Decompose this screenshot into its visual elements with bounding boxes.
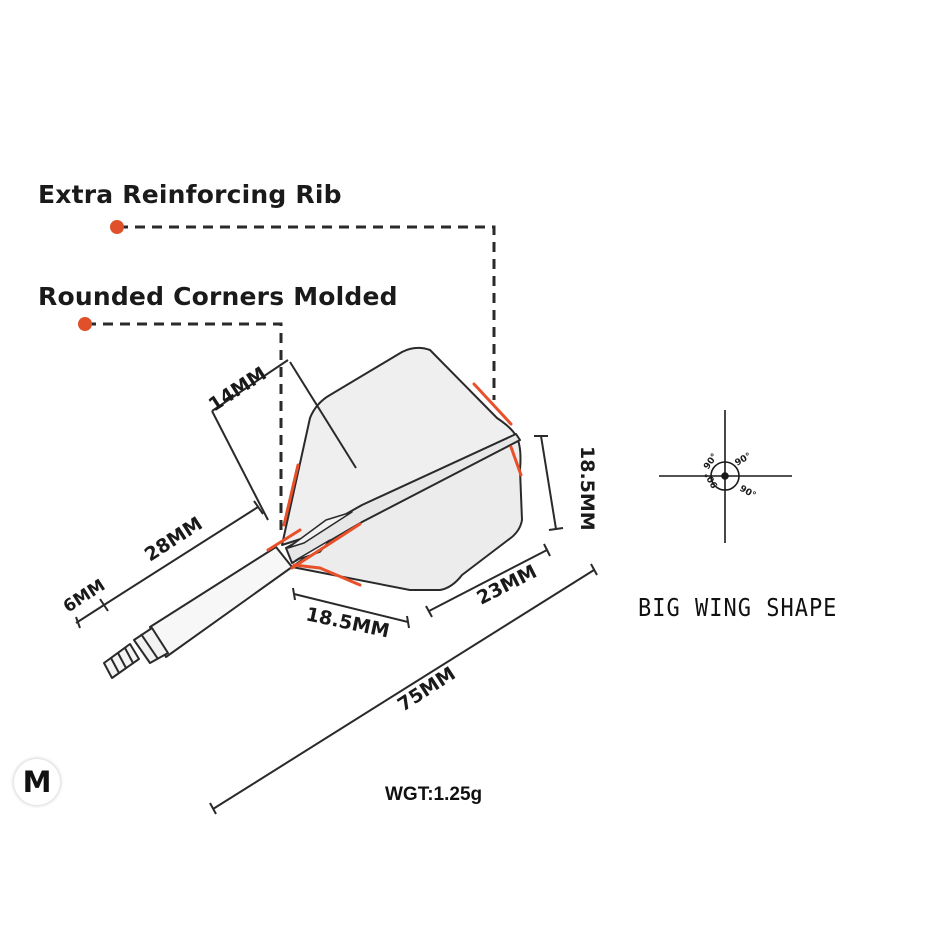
dim-14mm-label: 14MM: [205, 363, 271, 416]
angle-top-right-label: 90°: [734, 451, 754, 468]
flight-lower-wing: [291, 435, 523, 591]
rib-callout-label: Extra Reinforcing Rib: [38, 180, 342, 209]
dimension-lines: [75, 359, 598, 815]
angle-bottom-left-label: 90°: [703, 470, 720, 490]
shape-name-label: BIG WING SHAPE: [638, 594, 838, 623]
flight-center-rib: [285, 433, 521, 564]
dim-28mm-label: 28MM: [141, 513, 207, 566]
rib-leader-line: [118, 225, 496, 400]
dart-flight: [281, 346, 523, 591]
wing-pointer: [289, 361, 357, 469]
reinforcing-edges: [266, 382, 523, 587]
right-angle-symbol: [659, 410, 792, 543]
corners-callout-label: Rounded Corners Molded: [38, 282, 398, 311]
dim-18-5mm-base-label: 18.5MM: [304, 603, 391, 642]
dart-shaft: [103, 546, 293, 679]
dim-18-5mm-height-label: 18.5MM: [576, 446, 598, 531]
rib-callout-dot: [110, 220, 124, 234]
dim-23mm-label: 23MM: [473, 561, 540, 610]
size-badge: M: [14, 759, 60, 805]
angle-top-left-label: 90°: [702, 452, 720, 472]
corners-leader-line: [86, 322, 283, 530]
weight-label: WGT:1.25g: [385, 784, 483, 805]
corners-callout-dot: [78, 317, 92, 331]
angle-bottom-right-label: 90°: [738, 484, 758, 501]
dim-6mm-label: 6MM: [60, 576, 109, 618]
